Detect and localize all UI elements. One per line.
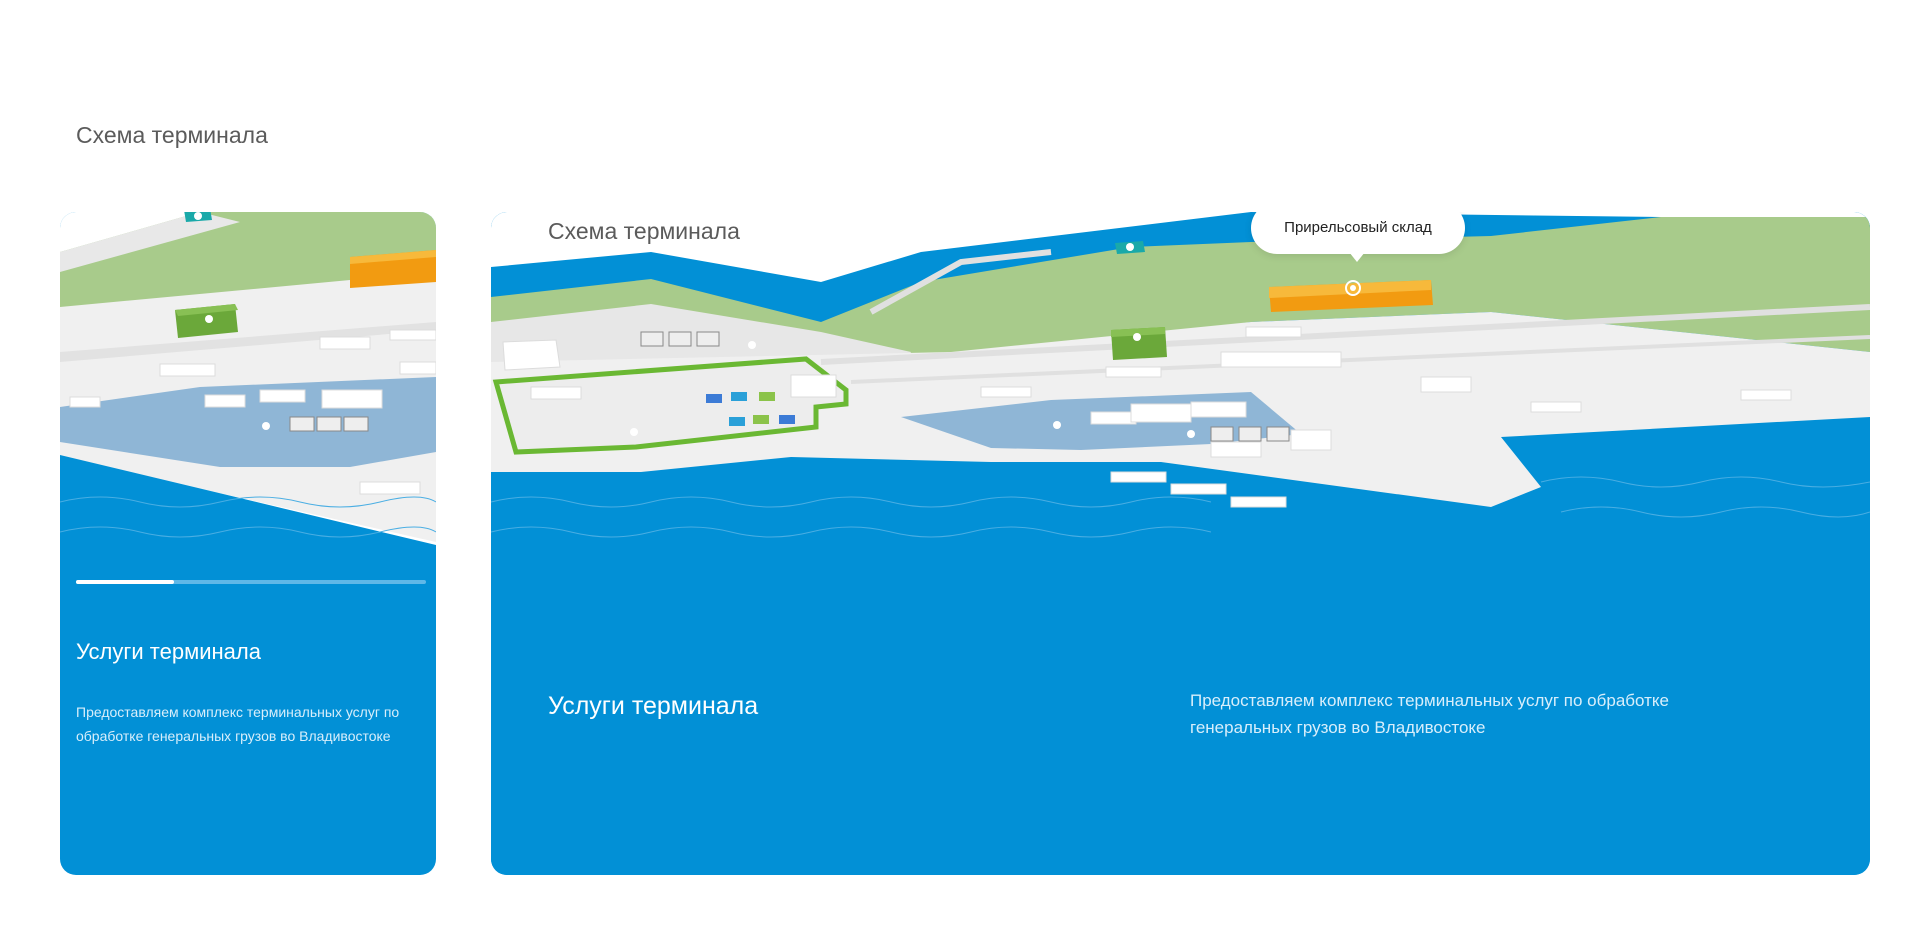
location-marker-icon: [1115, 241, 1145, 254]
page-title: Схема терминала: [76, 122, 268, 148]
services-description: Предоставляем комплекс терминальных услу…: [1190, 691, 1669, 737]
terminal-map-mobile: [60, 212, 436, 612]
slider-progress-track[interactable]: [76, 580, 426, 584]
services-title: Услуги терминала: [76, 639, 261, 664]
map-title: Схема терминала: [548, 218, 740, 244]
mobile-terminal-card: Услуги терминала Предоставляем комплекс …: [60, 212, 436, 875]
desktop-terminal-card: Схема терминала Прирельсовый склад Услуг…: [491, 212, 1870, 875]
location-marker-icon: [184, 212, 212, 222]
map-pin-icon[interactable]: [1345, 280, 1361, 296]
warehouse-tooltip: Прирельсовый склад: [1251, 212, 1465, 262]
terminal-map-desktop: [491, 212, 1870, 875]
truck-icon: [289, 416, 369, 432]
truck-icon: [640, 331, 1290, 442]
services-title: Услуги терминала: [548, 692, 759, 720]
car-icon: [706, 392, 795, 426]
services-description: Предоставляем комплекс терминальных услу…: [76, 704, 400, 744]
slider-progress-fill: [76, 580, 174, 584]
